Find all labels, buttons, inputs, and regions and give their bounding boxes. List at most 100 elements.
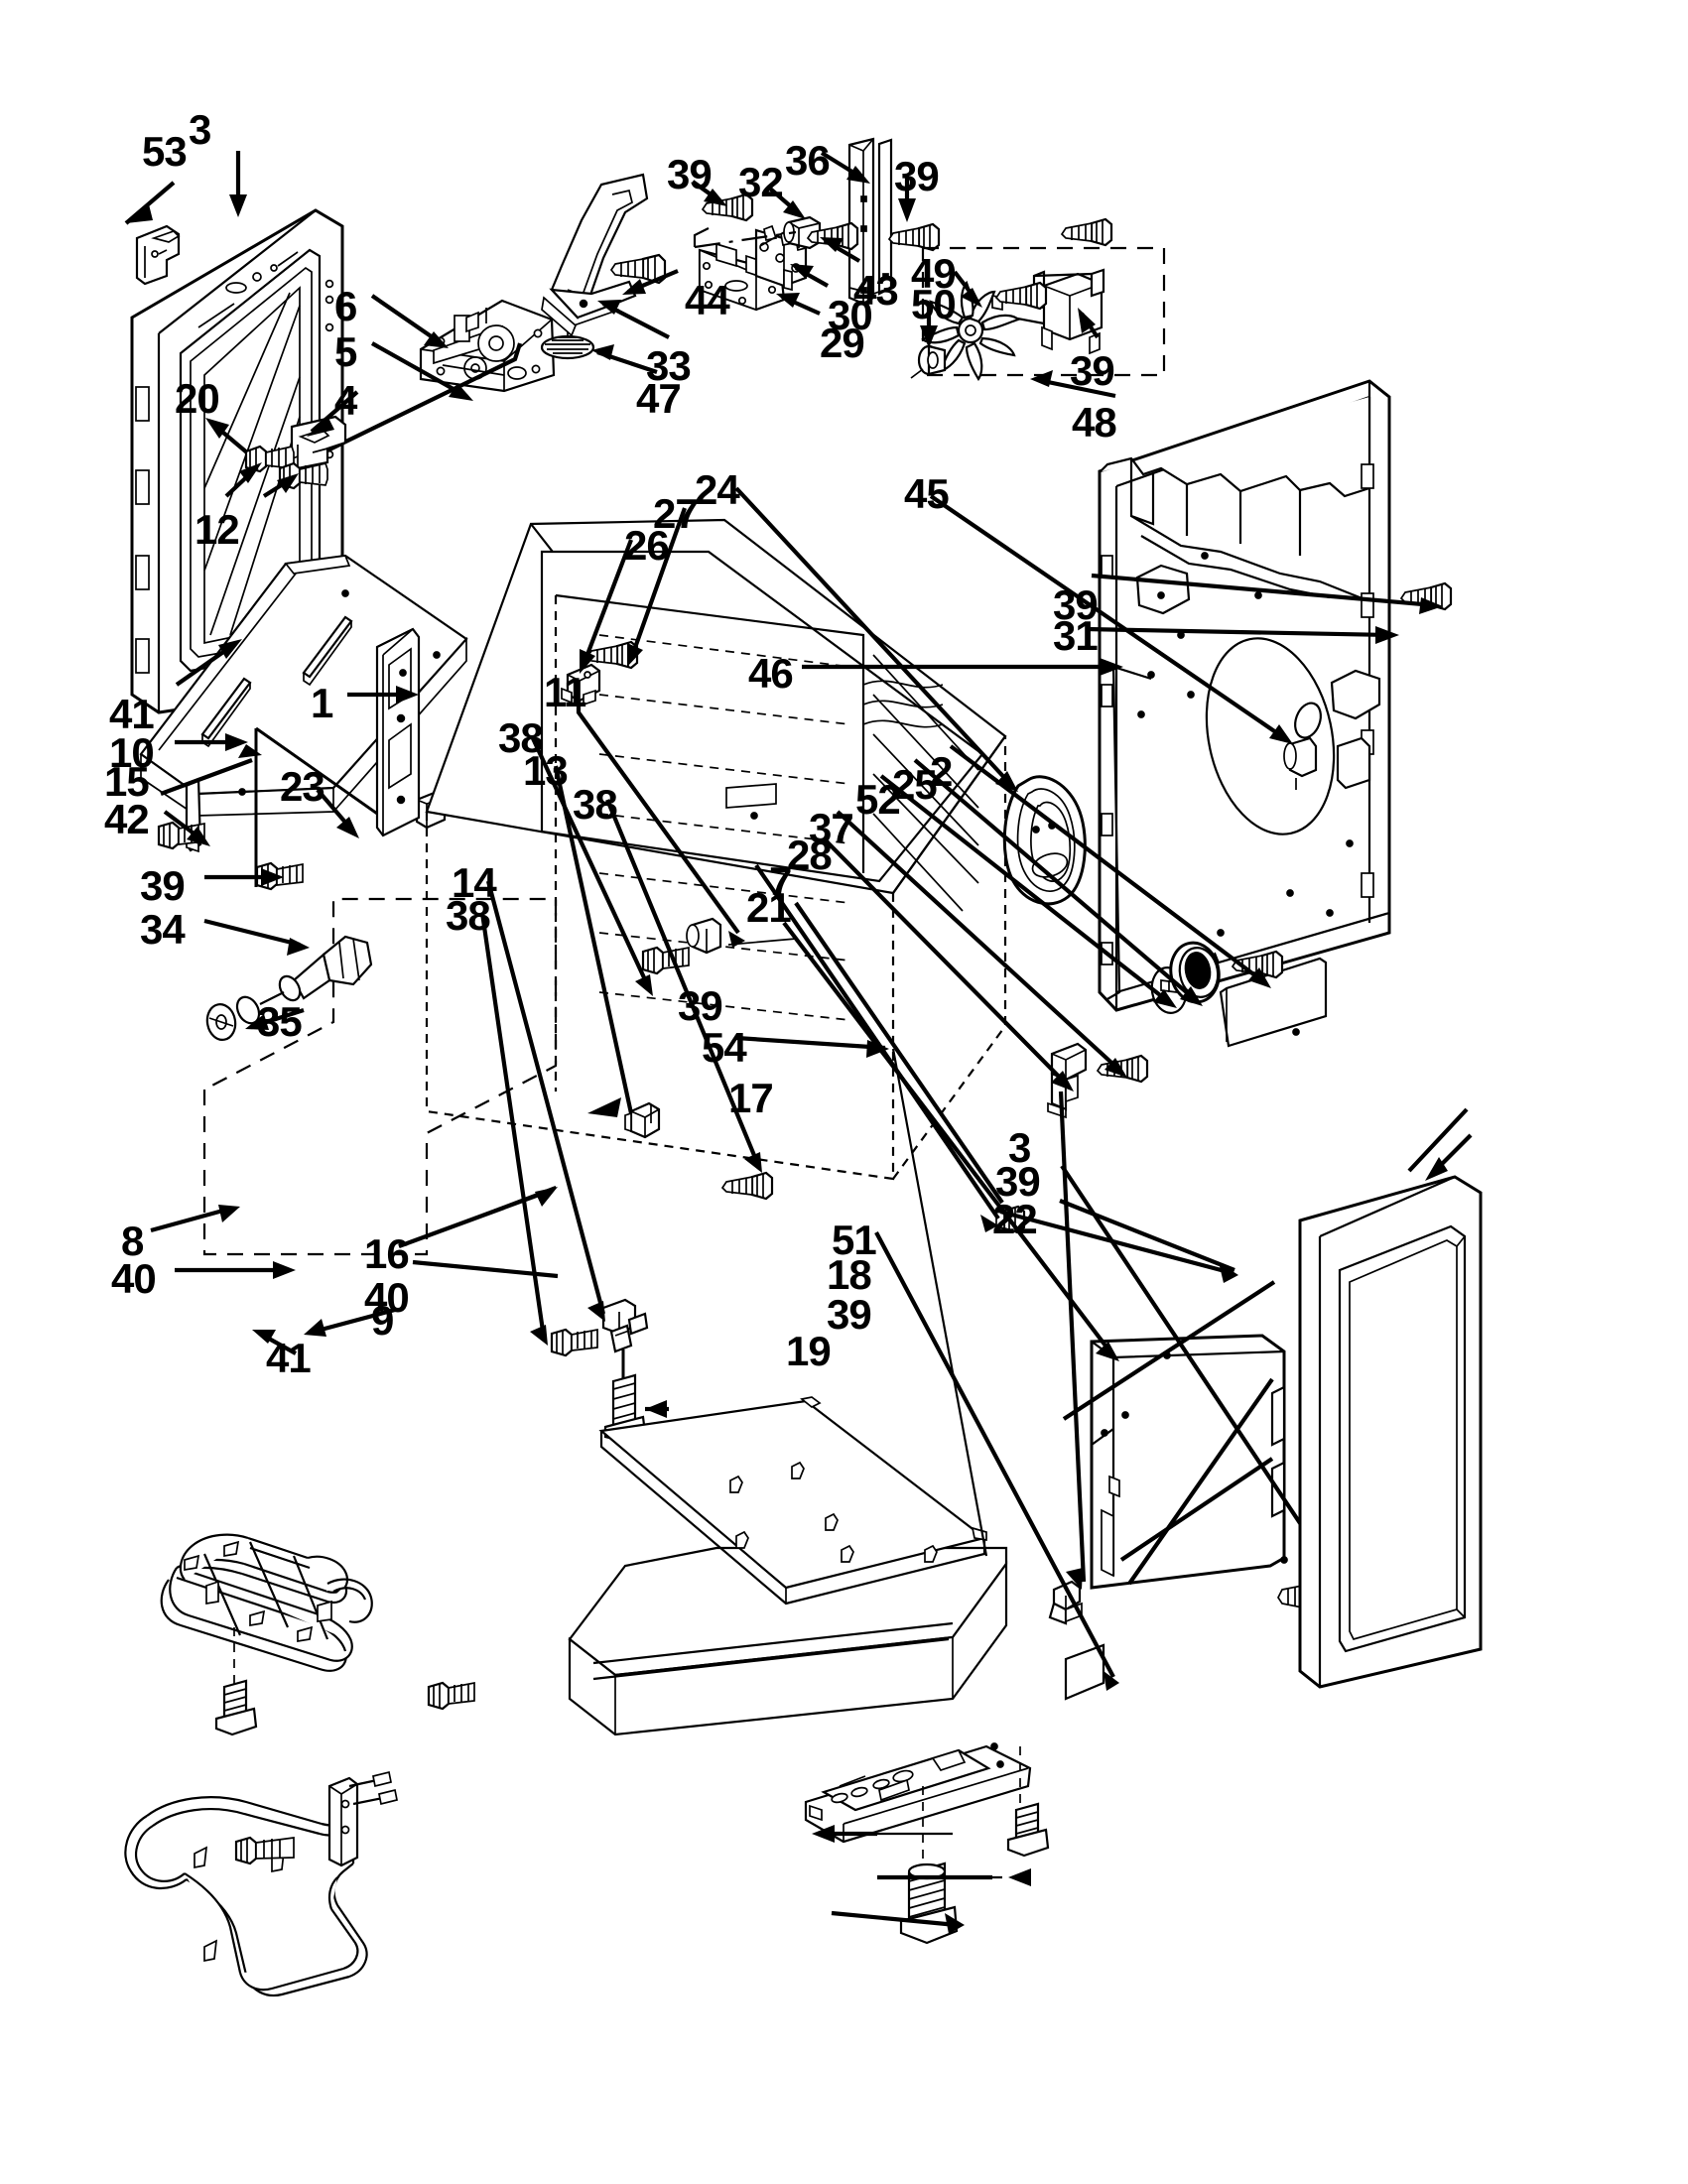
- leader-line-part-22: [1059, 1199, 1235, 1272]
- callout-18: 18: [827, 1251, 872, 1298]
- foot-pad-part-47: [540, 331, 595, 360]
- callout-37: 37: [809, 805, 854, 851]
- door-latch-assembly-part-6: [419, 299, 556, 393]
- callout-26: 26: [624, 522, 670, 569]
- callout-12: 12: [195, 506, 240, 553]
- callout-42: 42: [104, 796, 150, 842]
- screw-part-16-mount: [427, 1681, 475, 1711]
- callout-17: 17: [728, 1075, 774, 1121]
- oven-bottom-part-54: [598, 1396, 987, 1606]
- callout-2: 2: [930, 748, 953, 795]
- callout-28: 28: [787, 832, 833, 878]
- leader-lines-console: [691, 151, 916, 316]
- side-panel-part-21: [1062, 1280, 1288, 1590]
- oven-cavity-part-1: [375, 518, 1007, 1181]
- callout-6: 6: [334, 283, 357, 329]
- leader-lines-antitip: [812, 1825, 1031, 1934]
- callout-52: 52: [855, 776, 901, 823]
- callout-21: 21: [746, 884, 792, 931]
- callout-24: 24: [695, 466, 740, 513]
- callout-5: 5: [334, 328, 357, 375]
- screw-part-12-b: [278, 461, 328, 490]
- screw-part-39-console-c: [887, 222, 941, 252]
- callout-51: 51: [832, 1217, 877, 1263]
- screw-part-39-fan-b: [1060, 217, 1113, 247]
- callout-41-drawer: 41: [109, 691, 155, 737]
- door-keeper-part-53: [135, 224, 181, 286]
- motor-part-49: [991, 268, 1105, 355]
- leader-lines-right-door: [1407, 1107, 1473, 1181]
- rear-panel-part-31: [1098, 379, 1391, 1048]
- callout-39-console-b: 39: [894, 153, 940, 199]
- cap-part-35: [205, 991, 285, 1041]
- leader-lines-cavity: [347, 686, 762, 1418]
- callout-30: 30: [828, 292, 873, 338]
- vent-trim-part-24: [1002, 775, 1087, 906]
- callout-50: 50: [911, 281, 957, 327]
- callout-39-side: 39: [995, 1158, 1041, 1205]
- callout-8: 8: [121, 1218, 144, 1264]
- screw-part-27: [585, 640, 639, 670]
- leader-lines-elements: [150, 1205, 396, 1355]
- callout-36: 36: [785, 137, 831, 184]
- leveler-leg-part-19: [899, 1786, 959, 1945]
- screw-part-41-bake: [234, 1836, 295, 1865]
- callout-54: 54: [702, 1024, 747, 1071]
- callout-7: 7: [769, 858, 792, 905]
- callout-20: 20: [175, 375, 220, 422]
- igniter-dashed-box: [202, 897, 558, 1256]
- drawer-panel-part-41: [139, 554, 468, 818]
- callout-29: 29: [820, 320, 865, 366]
- callout-10: 10: [109, 729, 155, 776]
- callout-38-a: 38: [498, 714, 544, 761]
- bottom-drawer-box-part-16: [568, 1546, 1008, 1736]
- igniter-part-34: [278, 935, 373, 1002]
- callout-41-bake: 41: [266, 1335, 312, 1381]
- callout-34: 34: [140, 906, 186, 953]
- callout-40-bake: 40: [364, 1274, 410, 1321]
- leader-lines-door-left: [124, 151, 250, 455]
- leader-lines-rear-panel: [929, 494, 1443, 744]
- oven-door-right-group: [1298, 1175, 1483, 1689]
- callout-15: 15: [104, 758, 150, 805]
- callout-1: 1: [311, 680, 333, 726]
- callout-38-c: 38: [446, 892, 491, 939]
- callout-23: 23: [280, 763, 325, 810]
- handle-part-33: [541, 173, 649, 337]
- callout-27: 27: [653, 490, 699, 537]
- clip-part-13: [624, 1101, 661, 1139]
- bolt-part-14: [601, 1298, 649, 1381]
- leader-lines-latch: [224, 294, 473, 498]
- leader-lines-vent: [580, 486, 1271, 1232]
- anti-tip-bracket-part-18: [804, 1742, 1032, 1844]
- callout-46: 46: [748, 650, 794, 697]
- callout-4: 4: [334, 377, 357, 424]
- callout-45: 45: [904, 470, 950, 517]
- callout-49: 49: [911, 250, 957, 297]
- latch-rod-part-5: [325, 342, 523, 453]
- callout-39-fan: 39: [1070, 347, 1115, 394]
- callout-39-console-a: 39: [667, 151, 713, 197]
- callout-32: 32: [738, 159, 784, 205]
- fan-hub-part-50: [910, 344, 947, 379]
- label-part-51: [1064, 1643, 1105, 1701]
- callout-53: 53: [142, 128, 188, 175]
- screw-part-38-a: [641, 946, 690, 975]
- callout-48: 48: [1072, 399, 1117, 446]
- callout-14: 14: [452, 859, 497, 906]
- screw-part-44: [609, 253, 667, 285]
- callout-38-b: 38: [573, 781, 618, 828]
- callout-3-right: 3: [1008, 1124, 1031, 1171]
- callout-39-cavity: 39: [678, 982, 723, 1029]
- leader-lines-fan: [920, 270, 1116, 399]
- callout-33: 33: [646, 342, 692, 389]
- callout-22: 22: [992, 1196, 1038, 1242]
- screw-part-38-b: [720, 1171, 774, 1201]
- callout-19: 19: [786, 1328, 832, 1374]
- leader-lines-handle: [591, 269, 679, 374]
- callout-31: 31: [1053, 612, 1099, 659]
- bushing-part-11: [686, 917, 722, 955]
- bake-element-part-9: [124, 1770, 398, 1997]
